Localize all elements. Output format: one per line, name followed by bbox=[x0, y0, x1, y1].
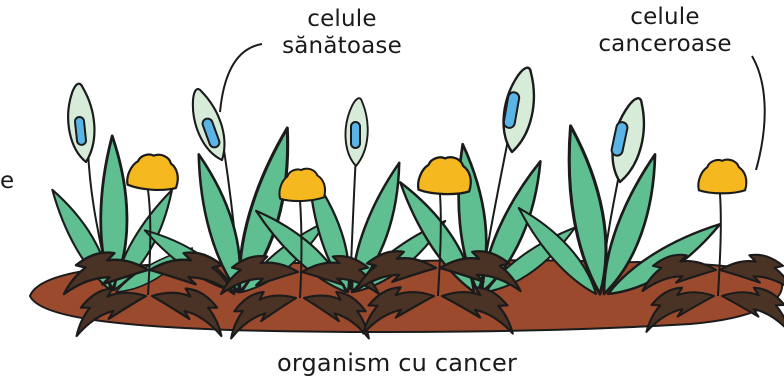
healthy-label-line2: sănătoase bbox=[262, 33, 422, 60]
healthy-cells-label: celule sănătoase bbox=[262, 6, 422, 60]
healthy-label-line1: celule bbox=[262, 6, 422, 33]
cancer-label-line2: canceroase bbox=[580, 31, 750, 58]
diagram-caption: organism cu cancer bbox=[232, 350, 562, 377]
cancer-label-line1: celule bbox=[580, 4, 750, 31]
cancer-callout-line bbox=[752, 56, 765, 170]
cancer-cells-label: celule canceroase bbox=[580, 4, 750, 58]
left-cut-label: e bbox=[0, 168, 14, 195]
healthy-callout-line bbox=[220, 44, 262, 112]
